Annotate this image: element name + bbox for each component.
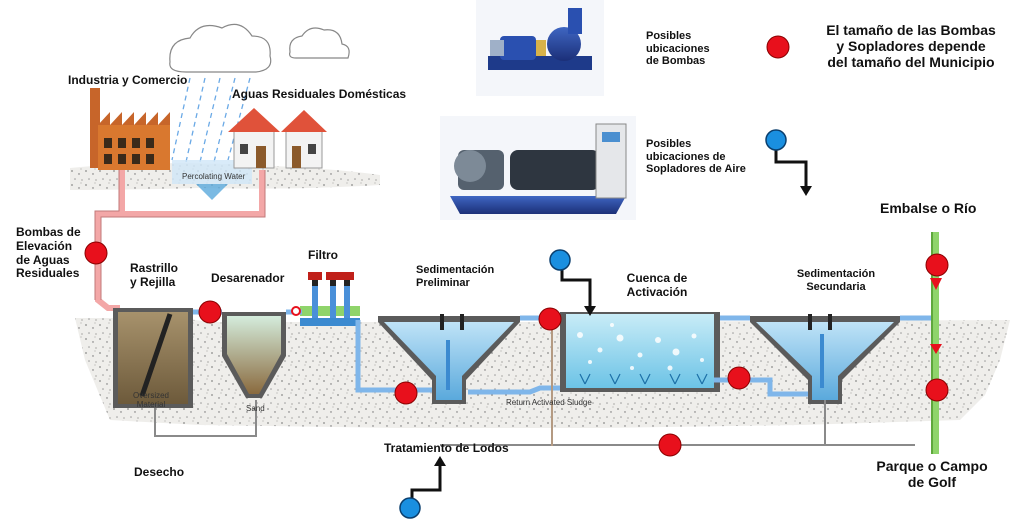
- label-filter: Filtro: [308, 248, 338, 262]
- pump-marker-small: [291, 306, 301, 316]
- pump-marker-icon: [84, 35, 949, 457]
- label-waste: Desecho: [134, 465, 185, 479]
- blower-marker-icon: [399, 129, 787, 519]
- label-percolating: Percolating Water: [182, 172, 246, 181]
- label-park: Parque o Campo de Golf: [876, 458, 988, 491]
- label-sand: Sand: [246, 404, 265, 413]
- legend-pumps: Posibles ubicaciones de Bombas: [646, 30, 710, 68]
- label-aeration: Cuenca de Activación: [626, 271, 688, 299]
- primary-clarifier: [378, 314, 520, 404]
- secondary-clarifier: [750, 314, 900, 404]
- legend-note: El tamaño de las Bombas y Sopladores dep…: [826, 22, 996, 71]
- label-sludge: Tratamiento de Lodos: [384, 441, 509, 455]
- label-reservoir: Embalse o Río: [880, 200, 977, 216]
- bar-screen-tank: [113, 308, 193, 408]
- rain: [171, 77, 251, 163]
- raw-sewage-pipe: [95, 170, 265, 311]
- aeration-basin: [560, 312, 720, 392]
- cloud-small-icon: [289, 27, 350, 59]
- house-icon: [228, 108, 280, 169]
- label-domestic: Aguas Residuales Domésticas: [232, 87, 407, 101]
- effluent-pipe: [930, 232, 942, 454]
- label-industry: Industria y Comercio: [68, 73, 188, 87]
- label-grit: Desarenador: [211, 271, 285, 285]
- label-primary: Sedimentación Preliminar: [416, 264, 495, 289]
- blower-image: [440, 116, 636, 220]
- label-oversized: Oversized Material: [132, 391, 169, 409]
- house-icon: [281, 110, 327, 169]
- factory-icon: [90, 88, 170, 170]
- pump-image: [476, 0, 604, 96]
- label-ras: Return Activated Sludge: [506, 398, 592, 407]
- label-lift-pumps: Bombas de Elevación de Aguas Residuales: [16, 225, 81, 281]
- filter-assembly: [300, 272, 360, 326]
- label-screen: Rastrillo y Rejilla: [130, 261, 179, 289]
- legend-blowers: Posibles ubicaciones de Sopladores de Ai…: [646, 138, 746, 176]
- grit-chamber: [222, 312, 286, 398]
- cloud-icon: [169, 23, 272, 73]
- label-secondary: Sedimentación Secundaria: [796, 268, 876, 293]
